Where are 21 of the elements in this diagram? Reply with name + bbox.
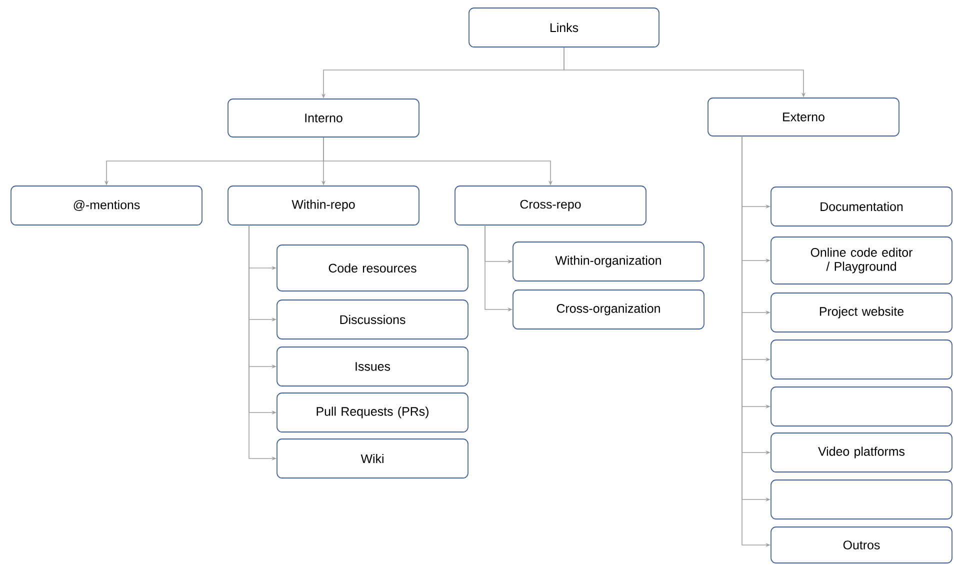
- blank-box: [770, 340, 952, 380]
- category-box: Video platforms: [770, 432, 952, 472]
- category-box: Wiki: [276, 438, 468, 478]
- category-box: Code resources: [276, 244, 468, 292]
- category-box: Cross-repo: [454, 186, 646, 226]
- category-box: Within-repo: [228, 186, 420, 226]
- category-box: Discussions: [276, 300, 468, 340]
- category-box: Issues: [276, 346, 468, 386]
- category-box: Within-organization: [512, 242, 704, 282]
- category-box: Pull Requests (PRs): [276, 392, 468, 432]
- category-box: @-mentions: [10, 186, 202, 226]
- category-box: Interno: [228, 98, 420, 138]
- blank-box: [770, 480, 952, 520]
- category-box: Outros: [770, 526, 952, 564]
- category-box: Online code editor / Playground: [770, 236, 952, 284]
- blank-box: [770, 386, 952, 426]
- category-box: Cross-organization: [512, 290, 704, 330]
- category-box: Project website: [770, 292, 952, 332]
- category-box: Documentation: [770, 186, 952, 226]
- category-box: Links: [468, 8, 660, 48]
- category-box: Externo: [708, 98, 900, 136]
